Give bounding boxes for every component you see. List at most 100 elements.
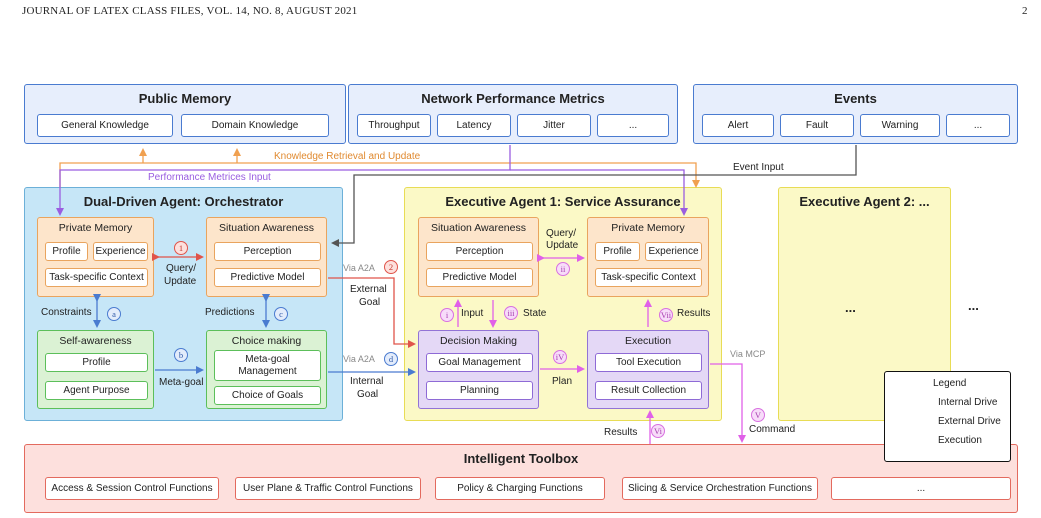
ea1-context-cell: Task-specific Context: [595, 268, 702, 287]
meta-goal-cell: Meta-goal Management: [214, 350, 321, 381]
executive-agent-1-title: Executive Agent 1: Service Assurance: [445, 194, 681, 209]
ea1-experience-cell: Experience: [645, 242, 702, 261]
domain-knowledge-cell: Domain Knowledge: [181, 114, 329, 137]
toolbox-title: Intelligent Toolbox: [463, 451, 579, 466]
state-label: State: [523, 308, 547, 319]
orch-query-label: Query/: [166, 263, 197, 274]
command-label: Command: [749, 424, 796, 435]
orch-situation-awareness: Situation Awareness Perception Predictiv…: [206, 217, 327, 297]
circle-iv: iV: [553, 350, 567, 364]
ea1-situation-title: Situation Awareness: [431, 222, 526, 234]
circle-vii: Vii: [659, 308, 673, 322]
circle-b: b: [174, 348, 188, 362]
internal-label-2: Goal: [357, 389, 379, 400]
network-metrics-title: Network Performance Metrics: [421, 91, 605, 106]
legend-title: Legend: [933, 378, 967, 389]
legend-external-label: External Drive: [938, 416, 1001, 427]
orch-context-cell: Task-specific Context: [45, 268, 148, 287]
ea1-predictive-model-cell: Predictive Model: [426, 268, 533, 287]
legend-box: Legend Internal Drive External Drive Exe…: [884, 371, 1011, 462]
executive-agent-2-title: Executive Agent 2: ...: [799, 194, 930, 209]
circle-ii: ii: [556, 262, 570, 276]
public-memory-title: Public Memory: [138, 91, 232, 106]
intelligent-toolbox-panel: Intelligent Toolbox Access & Session Con…: [24, 444, 1018, 513]
ea1-private-memory-title: Private Memory: [611, 222, 685, 234]
orch-predictive-model-cell: Predictive Model: [214, 268, 321, 287]
journal-header: JOURNAL OF LATEX CLASS FILES, VOL. 14, N…: [22, 5, 358, 17]
ea1-execution: Execution Tool Execution Result Collecti…: [587, 330, 709, 409]
alert-cell: Alert: [702, 114, 774, 137]
performance-flow-label: Performance Metrices Input: [148, 172, 271, 183]
outer-ellipsis: ...: [968, 298, 979, 313]
knowledge-flow-label: Knowledge Retrieval and Update: [274, 151, 421, 162]
circle-vi: Vi: [651, 424, 665, 438]
circle-v: V: [751, 408, 765, 422]
public-memory-panel: Public Memory General Knowledge Domain K…: [24, 84, 346, 144]
input-label: Input: [461, 308, 484, 319]
general-knowledge-cell: General Knowledge: [37, 114, 173, 137]
ea1-results-label: Results: [677, 308, 711, 319]
event-input-line: [331, 145, 857, 247]
meta-goal-label: Meta-goal: [159, 377, 204, 388]
ea1-situation-awareness: Situation Awareness Perception Predictiv…: [418, 217, 539, 297]
orch-situation-title: Situation Awareness: [219, 222, 314, 234]
orch-profile-cell: Profile: [45, 242, 88, 261]
constraints-label: Constraints: [41, 307, 92, 318]
choice-of-goals-cell: Choice of Goals: [214, 386, 321, 405]
self-awareness-title: Self-awareness: [59, 335, 132, 347]
circle-d: d: [384, 352, 398, 366]
access-session-cell: Access & Session Control Functions: [45, 477, 219, 500]
planning-cell: Planning: [426, 381, 533, 400]
toolbox-more-cell: ...: [831, 477, 1011, 500]
metrics-more-cell: ...: [597, 114, 669, 137]
internal-label-1: Internal: [350, 376, 384, 387]
tool-execution-cell: Tool Execution: [595, 353, 702, 372]
external-label-2: Goal: [359, 297, 381, 308]
events-title: Events: [834, 91, 877, 106]
performance-flow-right: [510, 169, 688, 216]
circle-2: 2: [384, 260, 398, 274]
latency-cell: Latency: [437, 114, 511, 137]
orch-update-label: Update: [164, 276, 197, 287]
result-collection-cell: Result Collection: [595, 381, 702, 400]
mcp-command-line: [710, 363, 746, 443]
plan-label: Plan: [552, 376, 573, 387]
choice-making-title: Choice making: [231, 335, 302, 347]
page-number: 2: [1022, 5, 1028, 17]
via-a2a-top-label: Via A2A: [343, 263, 375, 273]
events-more-cell: ...: [946, 114, 1010, 137]
via-mcp-label: Via MCP: [730, 349, 766, 359]
event-input-label: Event Input: [733, 162, 784, 173]
legend-execution-label: Execution: [938, 435, 982, 446]
jitter-cell: Jitter: [517, 114, 591, 137]
throughput-cell: Throughput: [357, 114, 431, 137]
ea2-ellipsis: ...: [845, 300, 856, 315]
toolbox-results-label: Results: [604, 427, 638, 438]
ea1-perception-cell: Perception: [426, 242, 533, 261]
ea1-decision-making: Decision Making Goal Management Planning: [418, 330, 539, 409]
orch-private-memory-title: Private Memory: [58, 222, 133, 234]
circle-a: a: [107, 307, 121, 321]
circle-c: c: [274, 307, 288, 321]
execution-title: Execution: [624, 335, 672, 347]
network-metrics-panel: Network Performance Metrics Throughput L…: [348, 84, 678, 144]
decision-making-title: Decision Making: [439, 335, 518, 347]
slicing-orchestration-cell: Slicing & Service Orchestration Function…: [622, 477, 818, 500]
policy-charging-cell: Policy & Charging Functions: [435, 477, 605, 500]
via-a2a-bottom-label: Via A2A: [343, 354, 375, 364]
goal-management-cell: Goal Management: [426, 353, 533, 372]
ea1-update-label: Update: [546, 240, 579, 251]
orch-experience-cell: Experience: [93, 242, 148, 261]
agent-purpose-cell: Agent Purpose: [45, 381, 148, 400]
ea1-private-memory: Private Memory Profile Experience Task-s…: [587, 217, 709, 297]
fault-cell: Fault: [780, 114, 854, 137]
user-plane-cell: User Plane & Traffic Control Functions: [235, 477, 421, 500]
warning-cell: Warning: [860, 114, 940, 137]
orch-private-memory: Private Memory Profile Experience Task-s…: [37, 217, 154, 297]
orch-self-awareness: Self-awareness Profile Agent Purpose: [37, 330, 154, 409]
orch-perception-cell: Perception: [214, 242, 321, 261]
circle-iii: iii: [504, 306, 518, 320]
legend-internal-label: Internal Drive: [938, 397, 998, 408]
performance-flow-line: [56, 145, 511, 216]
orchestrator-title: Dual-Driven Agent: Orchestrator: [83, 194, 284, 209]
